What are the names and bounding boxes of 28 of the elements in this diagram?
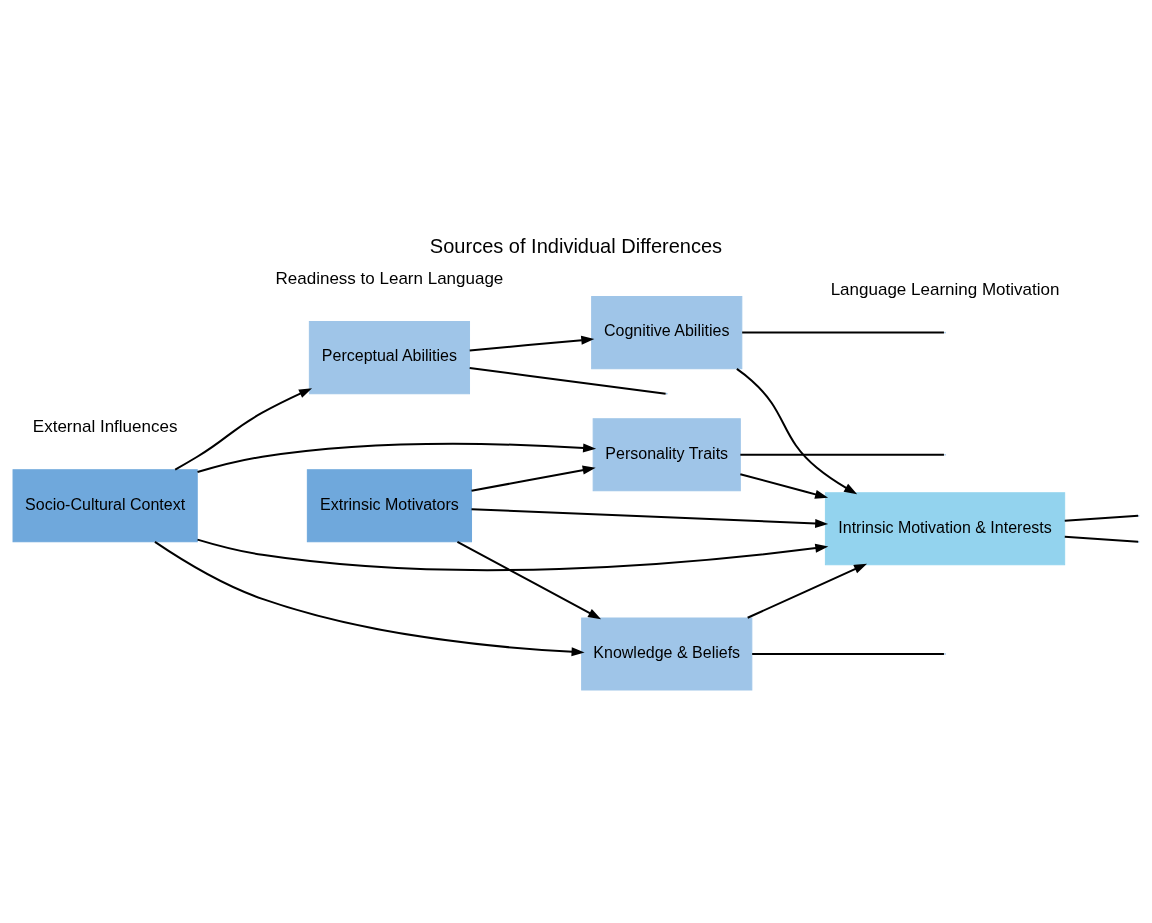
- node-box: Cognitive Abilities: [591, 296, 743, 370]
- node-box: Extrinsic Motivators: [306, 469, 473, 543]
- label: Language Learning Motivation: [830, 279, 1060, 299]
- connector: [751, 652, 945, 655]
- node-box: Perceptual Abilities: [308, 321, 471, 395]
- arrow: [470, 465, 596, 492]
- arrow: [470, 508, 829, 528]
- arrow: [735, 367, 858, 495]
- connector: [741, 331, 945, 334]
- label: Readiness to Learn Language: [275, 268, 504, 288]
- arrow: [468, 335, 595, 352]
- arrow: [739, 473, 829, 499]
- arrow: [196, 538, 829, 572]
- node-box: Intrinsic Motivation & Interests: [824, 492, 1066, 566]
- connector: [1063, 514, 1140, 522]
- label: External Influences: [32, 416, 178, 436]
- connector: [468, 367, 667, 395]
- connector: [1063, 535, 1140, 543]
- arrow: [153, 540, 585, 657]
- node-box: Socio-Cultural Context: [12, 469, 198, 543]
- arrow: [196, 442, 597, 474]
- connector: [739, 453, 945, 456]
- arrow: [456, 540, 602, 620]
- arrow: [746, 563, 868, 619]
- node-box: Personality Traits: [592, 418, 741, 492]
- diagram-title: Sources of Individual Differences: [429, 235, 723, 258]
- node-box: Knowledge & Beliefs: [581, 617, 753, 691]
- arrow: [174, 388, 313, 471]
